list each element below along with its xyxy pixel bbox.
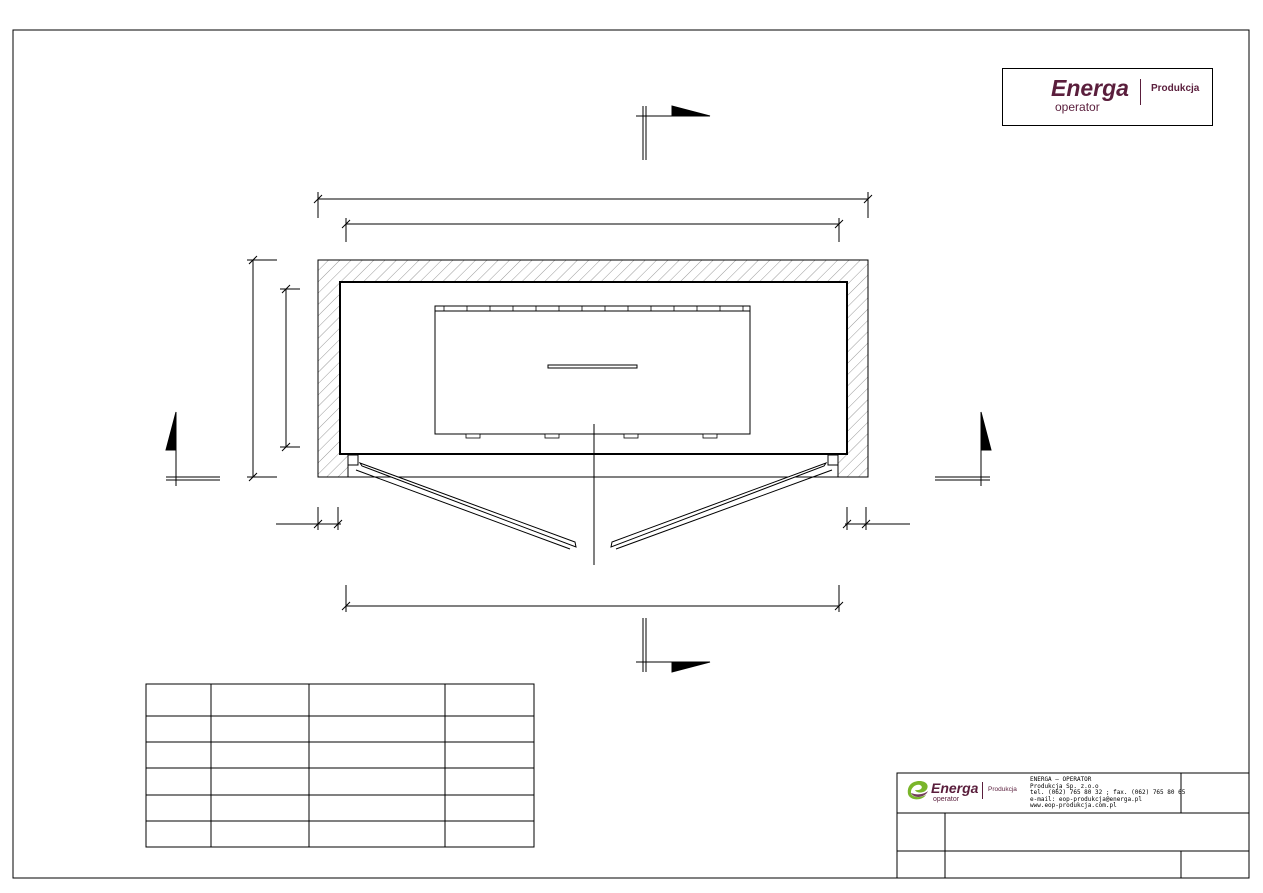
logo-separator: [982, 782, 983, 799]
unit-foot: [544, 433, 560, 439]
unit-handle: [547, 364, 638, 369]
logo-wordmark: Energa: [1051, 75, 1129, 101]
equipment-unit: [434, 305, 751, 439]
dimension-lines: [247, 192, 910, 612]
unit-foot: [623, 433, 639, 439]
company-name: ENERGA – OPERATOR: [1030, 776, 1092, 783]
logo-wordmark: Energa: [931, 780, 979, 796]
door-post-right: [827, 454, 839, 466]
logo-separator: [1140, 79, 1141, 105]
title-block: [896, 772, 1250, 879]
top-rail-ticks: [443, 306, 744, 311]
parts-table: [145, 683, 535, 848]
door-post-left: [347, 454, 359, 466]
logo-subtitle: operator: [1055, 100, 1100, 114]
unit-foot: [465, 433, 481, 439]
unit-foot: [702, 433, 718, 439]
logo-division: Produkcja: [988, 786, 1017, 793]
company-phone: tel. (062) 765 80 32 ; fax. (062) 765 80…: [1030, 789, 1186, 796]
logo-block: Energa operator Produkcja: [1002, 68, 1213, 126]
logo-subtitle: operator: [933, 796, 960, 803]
company-division: Produkcja Sp. z.o.o: [1030, 782, 1099, 790]
section-arrow-icon: [165, 105, 992, 673]
energa-swirl-icon: [907, 780, 928, 800]
company-info: ENERGA – OPERATOR Produkcja Sp. z.o.o te…: [1030, 776, 1185, 811]
company-email: e-mail: eop-produkcja@energa.pl: [1030, 795, 1142, 803]
company-website: www.eop-produkcja.com.pl: [1030, 802, 1117, 809]
logo-division: Produkcja: [1151, 83, 1200, 94]
drawing-frame: [12, 29, 1250, 879]
door-leaf-left: [355, 462, 577, 550]
door-leaf-right: [610, 461, 833, 550]
title-block-logo: Energa operator Produkcja: [898, 774, 1018, 812]
